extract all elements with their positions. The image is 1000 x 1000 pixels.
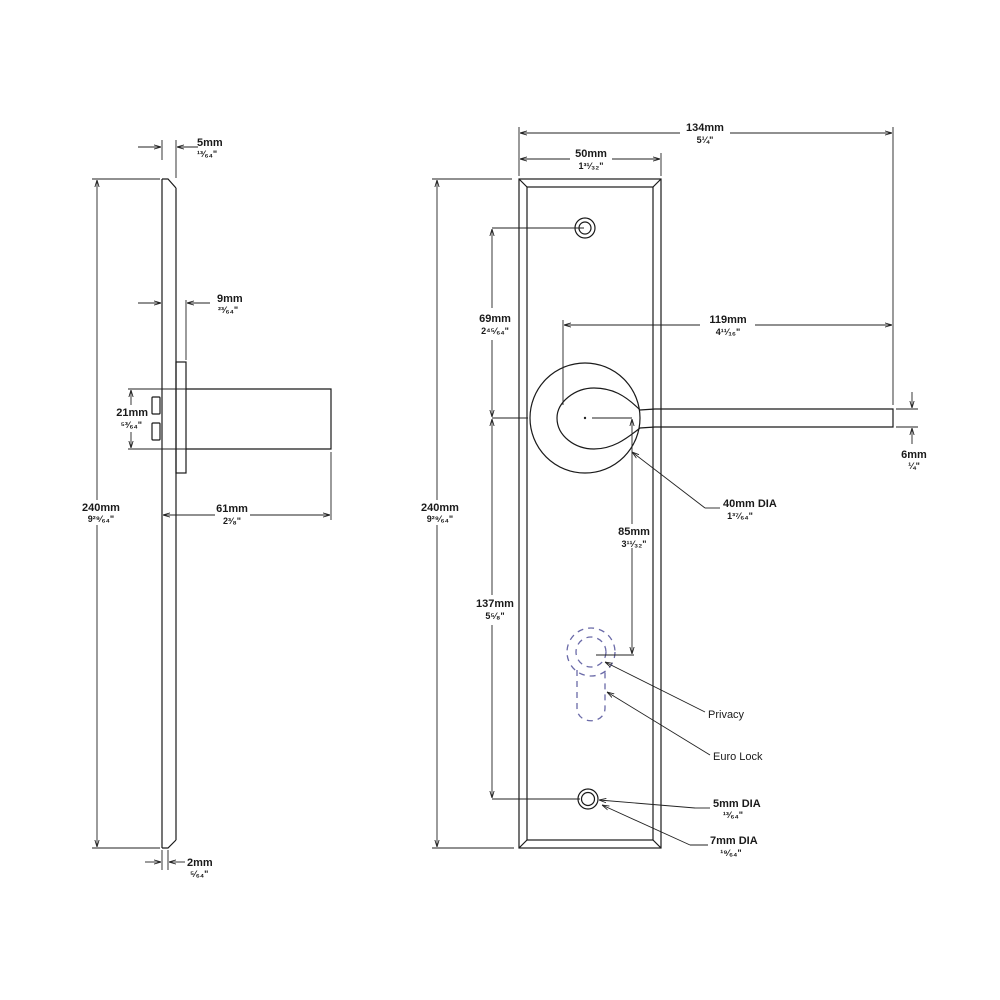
projection-inch: 2³⁄₈": [223, 516, 241, 526]
bottom-screw-hole-inner: [580, 791, 596, 807]
top-hole-distance-inch: 2⁴⁵⁄₆₄": [481, 326, 509, 336]
spindle-height-mm: 21mm: [116, 407, 148, 419]
euro-lock-outline: [566, 627, 616, 722]
spindle-height-inch: ⁵³⁄₆₄": [121, 420, 142, 430]
rose-side: [175, 361, 187, 474]
lever-side: [186, 388, 332, 450]
lever-length-mm: 119mm: [709, 314, 747, 326]
hole-outer-mm: 7mm DIA: [710, 835, 758, 847]
overall-width-inch: 5¼": [697, 135, 714, 145]
lever-thickness-inch: ¼": [908, 461, 920, 471]
lever-length-inch: 4¹¹⁄₁₆": [716, 327, 741, 337]
rose: [529, 362, 641, 474]
plate-width-mm: 50mm: [575, 148, 607, 160]
rose-depth-mm: 9mm: [217, 293, 243, 305]
fixing-tab-top: [151, 396, 161, 415]
privacy-label: Privacy: [708, 709, 745, 721]
spindle-center: [583, 416, 587, 420]
thickness-mm: 5mm: [197, 137, 223, 149]
front-height-inch: 9²⁹⁄₆₄": [427, 514, 453, 524]
front-height-mm: 240mm: [421, 502, 459, 514]
backset-mm: 85mm: [618, 526, 650, 538]
overall-width-mm: 134mm: [686, 122, 724, 134]
backplate-front: [518, 178, 662, 849]
rose-dia-mm: 40mm DIA: [723, 498, 777, 510]
rose-depth-inch: ²³⁄₆₄": [218, 305, 238, 315]
thickness-inch: ¹³⁄₆₄": [197, 149, 217, 159]
bottom-hole-distance-inch: 5⁵⁄₈": [485, 611, 504, 621]
edge-mm: 2mm: [187, 857, 213, 869]
hole-outer-inch: ¹⁹⁄₆₄": [720, 848, 741, 858]
backplate-bevel: [526, 186, 654, 841]
top-hole-distance-mm: 69mm: [479, 313, 511, 325]
projection-mm: 61mm: [216, 503, 248, 515]
front-view: 134mm 5¼" 50mm 1³¹⁄₃₂" 119mm 4¹¹⁄₁₆" 240…: [421, 122, 927, 858]
plate-width-inch: 1³¹⁄₃₂": [579, 161, 604, 171]
side-height-mm: 240mm: [82, 502, 120, 514]
rose-dia-inch: 1³⁷⁄₆₄": [727, 511, 753, 521]
bottom-hole-distance-mm: 137mm: [476, 598, 514, 610]
backset-inch: 3¹¹⁄₃₂": [622, 539, 647, 549]
euro-lock-label: Euro Lock: [713, 751, 763, 763]
fixing-tab-bottom: [151, 422, 161, 441]
hole-inner-mm: 5mm DIA: [713, 798, 761, 810]
edge-inch: ⁵⁄₆₄": [190, 869, 208, 879]
lever: [556, 387, 894, 450]
side-view: 5mm ¹³⁄₆₄" 9mm ²³⁄₆₄" 21mm ⁵³⁄₆₄" 240mm …: [82, 137, 332, 879]
backplate-side: [161, 178, 177, 849]
hole-inner-inch: ¹³⁄₆₄": [723, 810, 743, 820]
side-height-inch: 9²⁹⁄₆₄": [88, 514, 114, 524]
lever-thickness-mm: 6mm: [901, 449, 927, 461]
